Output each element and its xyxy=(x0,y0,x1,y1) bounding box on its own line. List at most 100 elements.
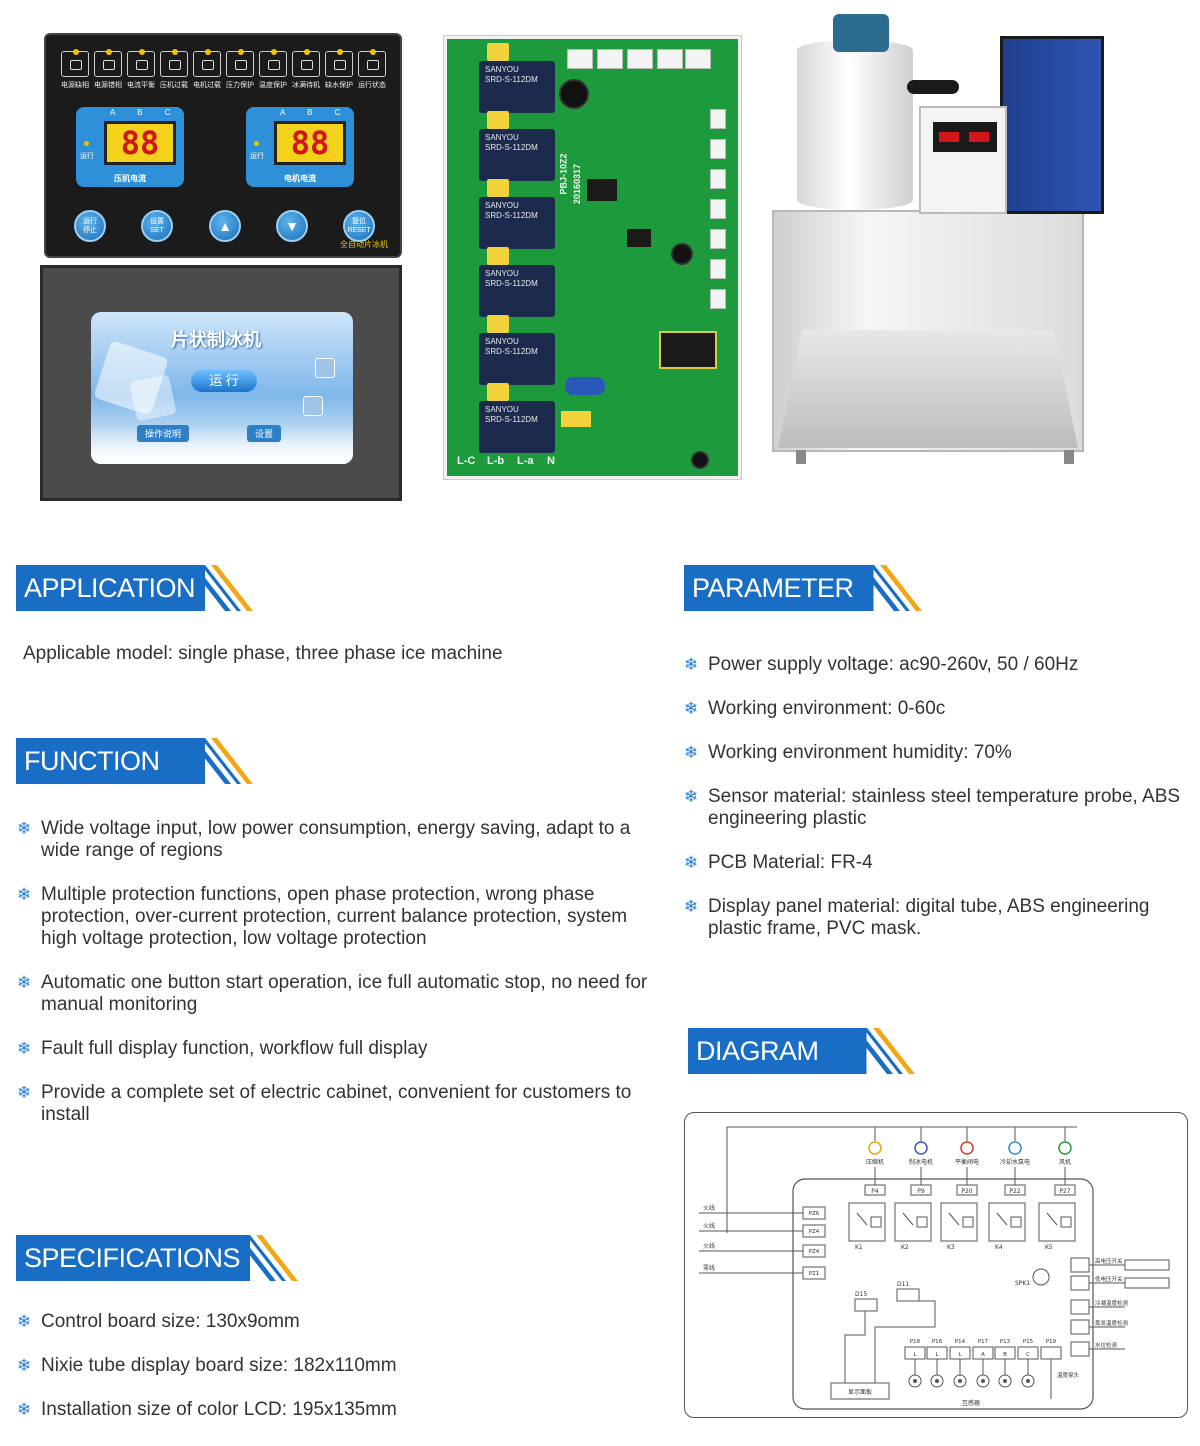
header-stripes-icon xyxy=(189,565,254,611)
function-list: ❄Wide voltage input, low power consumpti… xyxy=(17,818,657,1148)
header-stripes-icon xyxy=(850,1028,915,1074)
input-label: 火线 xyxy=(703,1222,715,1230)
bullet-item: ❄Provide a complete set of electric cabi… xyxy=(17,1082,657,1126)
diode-label: D11 xyxy=(897,1281,909,1288)
status-icon-label: 电源缺相 xyxy=(61,82,89,89)
input-port-box xyxy=(802,1206,826,1220)
bullet-text: Multiple protection functions, open phas… xyxy=(41,884,628,949)
set-button: 设置 SET xyxy=(141,210,173,242)
bullet-text: Automatic one button start operation, ic… xyxy=(41,972,648,1015)
run-status-icon xyxy=(358,49,386,77)
pcb-terminal-label: L-a xyxy=(517,455,534,467)
bottom-port-label: P13 xyxy=(1000,1339,1011,1345)
relay-port-label: P27 xyxy=(1059,1188,1070,1195)
meter-caption: 压机电流 xyxy=(114,174,146,183)
current-transformer-core xyxy=(958,1379,962,1383)
bullet-text: Working environment humidity: 70% xyxy=(708,742,1012,763)
reset-button: 复位 RESET xyxy=(343,210,375,242)
relay-port-label: P4 xyxy=(871,1188,879,1195)
input-port-label: PZ6 xyxy=(809,1211,820,1217)
run-indicator-icon xyxy=(254,141,259,146)
input-port-box xyxy=(802,1266,826,1280)
relay-label: K1 xyxy=(855,1244,863,1251)
diode-symbol xyxy=(854,1298,878,1312)
relay-port-label: P22 xyxy=(1009,1188,1020,1195)
sensor-label: 低电压开关 xyxy=(1095,1275,1123,1283)
input-label: 火线 xyxy=(703,1242,715,1250)
relay-port-box xyxy=(1054,1184,1076,1196)
relay-contact xyxy=(1046,1212,1058,1226)
motor-overload-icon xyxy=(193,49,221,77)
phase-label: L xyxy=(913,1352,917,1358)
snowflake-bullet-icon: ❄ xyxy=(17,1312,32,1331)
relay-label: K5 xyxy=(1045,1244,1053,1251)
bullet-item: ❄ Automatic one button start operation, i… xyxy=(17,972,657,1016)
snowflake-bullet-icon: ❄ xyxy=(17,973,32,992)
ice-cube-icon xyxy=(129,374,177,422)
status-icon-cell: 电源错相 xyxy=(93,49,123,95)
diagram-title: DIAGRAM xyxy=(688,1028,867,1074)
snowflake-bullet-icon: ❄ xyxy=(17,1400,32,1419)
current-balance-icon xyxy=(127,49,155,77)
bullet-text: PCB Material: FR-4 xyxy=(708,852,873,873)
bottom-port-label: P17 xyxy=(978,1339,989,1345)
status-led-icon xyxy=(304,49,310,55)
display-panel-box xyxy=(830,1382,890,1400)
bullet-text: Nixie tube display board size: 182x110mm xyxy=(41,1355,397,1376)
sensor-port-box xyxy=(1070,1319,1090,1335)
sensor-label: 冷凝温度检测 xyxy=(1095,1299,1129,1307)
status-icon-label: 缺水保护 xyxy=(325,82,353,89)
status-icon-label: 运行状态 xyxy=(358,82,386,89)
status-icon-row: 电源缺相电源错相电流平衡压机过载电机过载压力保护温度保护冰满待机缺水保护运行状态 xyxy=(60,49,387,95)
application-title: APPLICATION xyxy=(16,565,206,611)
relay-symbol xyxy=(940,1202,978,1242)
phase-label: L xyxy=(935,1352,939,1358)
electric-cabinet xyxy=(919,106,1007,214)
current-transformer-core xyxy=(1003,1379,1007,1383)
diode-label: D15 xyxy=(855,1291,867,1298)
parameter-title: PARAMETER xyxy=(684,565,874,611)
bullet-item: ❄Installation size of color LCD: 195x135… xyxy=(17,1399,657,1421)
relay-contact xyxy=(948,1212,960,1226)
relay-symbol xyxy=(1038,1202,1076,1242)
parameter-header: PARAMETER xyxy=(684,565,922,611)
lcd-manual-button: 操作说明 xyxy=(137,425,190,442)
bullet-item: ❄Fault full display function, workflow f… xyxy=(17,1038,657,1060)
bullet-item: ❄Nixie tube display board size: 182x110m… xyxy=(17,1355,657,1377)
status-icon-label: 温度保护 xyxy=(259,82,287,89)
pcb-connector xyxy=(657,49,683,69)
film-capacitor xyxy=(565,377,605,395)
relay-capacitor xyxy=(487,111,509,129)
speaker-label: SPK1 xyxy=(1015,1280,1030,1287)
status-icon-cell: 缺水保护 xyxy=(324,49,354,95)
current-transformer-core xyxy=(981,1379,985,1383)
bullet-text: Working environment: 0-60c xyxy=(708,698,946,719)
seven-segment-display: 88 xyxy=(274,121,346,165)
status-icon-label: 电源错相 xyxy=(94,82,122,89)
phase-label: B xyxy=(1003,1352,1007,1358)
header-stripes-icon xyxy=(234,1235,299,1281)
input-port-label: PZ4 xyxy=(809,1249,820,1255)
load-label: 风机 xyxy=(1059,1158,1071,1166)
bullet-text: Fault full display function, workflow fu… xyxy=(41,1038,428,1059)
function-title: FUNCTION xyxy=(16,738,206,784)
diode-symbol xyxy=(896,1288,920,1302)
bullet-item: ❄Sensor material: stainless steel temper… xyxy=(684,786,1194,830)
sensor-port-box xyxy=(1070,1275,1090,1291)
status-icon-cell: 电源缺相 xyxy=(60,49,90,95)
evaporator-drum xyxy=(797,40,913,210)
current-transformer-icon xyxy=(930,1374,944,1388)
specifications-list: ❄Control board size: 130x9omm❄Nixie tube… xyxy=(17,1311,657,1443)
relay-symbol xyxy=(988,1202,1026,1242)
status-led-icon xyxy=(271,49,277,55)
snowflake-bullet-icon: ❄ xyxy=(684,743,699,762)
display-panel-label: 显示面板 xyxy=(848,1388,872,1396)
input-port-box xyxy=(802,1224,826,1238)
status-led-icon xyxy=(73,49,79,55)
relay-coil xyxy=(870,1216,882,1228)
snowflake-bullet-icon: ❄ xyxy=(17,1083,32,1102)
relay-component: SANYOU SRD-S-112DM xyxy=(479,401,555,453)
bottom-port-label: P15 xyxy=(1023,1339,1034,1345)
machine-leg xyxy=(1064,450,1074,464)
current-transformer-icon xyxy=(953,1374,967,1388)
